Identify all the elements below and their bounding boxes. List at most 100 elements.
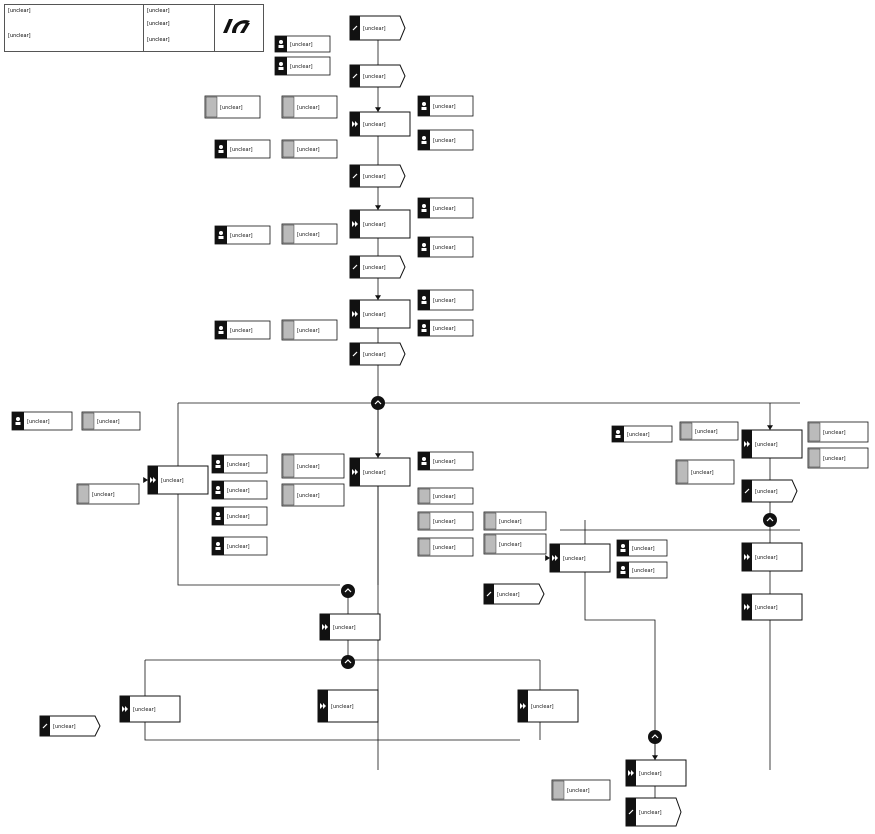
role-box: [unclear] xyxy=(211,454,268,474)
role-label: [unclear] xyxy=(627,432,650,438)
process-event: [unclear] xyxy=(741,479,798,503)
modified-on: [unclear] xyxy=(147,37,170,43)
role-box: [unclear] xyxy=(417,319,474,337)
document-box: [unclear] xyxy=(204,95,261,119)
role-label: [unclear] xyxy=(227,544,250,550)
document-icon xyxy=(676,460,689,484)
person-icon xyxy=(615,430,621,438)
process-function: [unclear] xyxy=(147,465,209,495)
role-label: [unclear] xyxy=(290,64,313,70)
role-label: [unclear] xyxy=(433,206,456,212)
document-label: [unclear] xyxy=(297,147,320,153)
event-label: [unclear] xyxy=(639,810,662,816)
document-box: [unclear] xyxy=(417,537,474,557)
flag-icon xyxy=(42,723,48,729)
document-box: [unclear] xyxy=(417,487,474,505)
person-icon xyxy=(215,512,221,520)
document-label: [unclear] xyxy=(499,519,522,525)
or-connector xyxy=(763,513,777,527)
role-box: [unclear] xyxy=(274,56,331,76)
or-connector xyxy=(341,655,355,669)
function-label: [unclear] xyxy=(363,222,386,228)
document-frame xyxy=(551,779,611,801)
role-label: [unclear] xyxy=(230,328,253,334)
role-label: [unclear] xyxy=(433,298,456,304)
header-title-cell: [unclear] [unclear] xyxy=(5,5,144,51)
flag-icon xyxy=(352,264,358,270)
document-icon xyxy=(282,484,295,506)
flag-icon xyxy=(352,351,358,357)
document-box: [unclear] xyxy=(281,319,338,341)
role-box: [unclear] xyxy=(417,236,474,258)
role-box: [unclear] xyxy=(211,480,268,500)
chevron-up-icon xyxy=(374,400,382,405)
header-meta-cell: [unclear] [unclear] [unclear] xyxy=(144,5,215,51)
person-icon xyxy=(218,231,224,239)
process-function: [unclear] xyxy=(517,689,579,723)
or-circle xyxy=(341,655,355,669)
role-label: [unclear] xyxy=(230,233,253,239)
document-box: [unclear] xyxy=(483,533,547,555)
document-box: [unclear] xyxy=(551,779,611,801)
event-label: [unclear] xyxy=(755,489,778,495)
person-icon xyxy=(218,326,224,334)
chevron-up-icon xyxy=(344,659,352,664)
role-label: [unclear] xyxy=(227,514,250,520)
process-function: [unclear] xyxy=(741,593,803,621)
process-function: [unclear] xyxy=(349,457,411,487)
event-label: [unclear] xyxy=(53,724,76,730)
function-label: [unclear] xyxy=(755,442,778,448)
fast-forward-icon xyxy=(320,703,326,709)
function-label: [unclear] xyxy=(363,470,386,476)
document-label: [unclear] xyxy=(97,419,120,425)
person-icon xyxy=(620,566,626,574)
document-box: [unclear] xyxy=(675,459,735,485)
role-box: [unclear] xyxy=(211,536,268,556)
fast-forward-icon xyxy=(322,624,328,630)
process-event: [unclear] xyxy=(39,715,101,737)
process-function: [unclear] xyxy=(319,613,381,641)
role-box: [unclear] xyxy=(214,139,271,159)
function-label: [unclear] xyxy=(531,704,554,710)
function-label: [unclear] xyxy=(363,122,386,128)
role-label: [unclear] xyxy=(433,138,456,144)
arrow-head xyxy=(767,425,773,430)
document-label: [unclear] xyxy=(567,788,590,794)
document-frame xyxy=(281,319,338,341)
document-label: [unclear] xyxy=(297,328,320,334)
fast-forward-icon xyxy=(744,441,750,447)
role-label: [unclear] xyxy=(632,546,655,552)
fast-forward-icon xyxy=(552,555,558,561)
role-label: [unclear] xyxy=(433,104,456,110)
role-label: [unclear] xyxy=(632,568,655,574)
function-label: [unclear] xyxy=(331,704,354,710)
document-label: [unclear] xyxy=(297,232,320,238)
role-box: [unclear] xyxy=(417,289,474,311)
document-frame xyxy=(807,447,869,469)
document-box: [unclear] xyxy=(281,139,338,159)
process-function: [unclear] xyxy=(349,209,411,239)
process-event: [unclear] xyxy=(483,583,545,605)
role-box: [unclear] xyxy=(214,320,271,340)
role-box: [unclear] xyxy=(417,197,474,219)
event-label: [unclear] xyxy=(363,265,386,271)
person-icon xyxy=(421,243,427,251)
role-box: [unclear] xyxy=(611,425,673,443)
document-icon xyxy=(484,512,497,530)
document-frame xyxy=(281,483,345,507)
fast-forward-icon xyxy=(352,469,358,475)
flag-icon xyxy=(352,73,358,79)
flow-connector xyxy=(144,660,520,741)
flow-connector xyxy=(177,403,340,586)
document-icon xyxy=(418,512,431,530)
role-box: [unclear] xyxy=(417,129,474,151)
fast-forward-icon xyxy=(352,121,358,127)
document-frame xyxy=(204,95,261,119)
document-box: [unclear] xyxy=(281,453,345,479)
flag-icon xyxy=(352,25,358,31)
document-frame xyxy=(76,483,140,505)
document-frame xyxy=(281,223,338,245)
diagram-header: [unclear] [unclear] [unclear] [unclear] … xyxy=(4,4,264,52)
fast-forward-icon xyxy=(352,311,358,317)
